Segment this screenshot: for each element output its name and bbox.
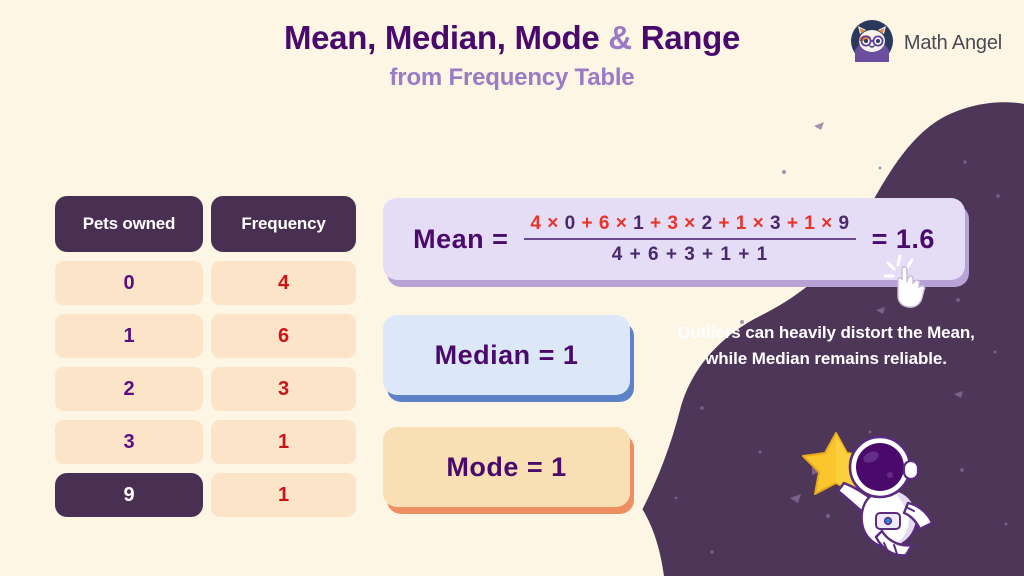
numerator-token: 1 [735,212,747,234]
table-row: 2 [55,367,203,411]
numerator-token: 2 [701,212,713,234]
mode-label: Mode = 1 [446,451,567,482]
page-subtitle: from Frequency Table [389,63,635,91]
table-row: 1 [211,473,356,517]
title-main: Mean, Median, Mode [283,19,600,56]
numerator-token: 0 [564,212,576,234]
numerator-token: × [541,212,565,234]
title-ampersand: & [608,19,632,56]
table-row-outlier-highlight: 9 [55,473,203,517]
numerator-token: + [781,212,805,234]
table-row: 6 [211,314,356,358]
frequency-table: Pets owned 0 1 2 3 9 Frequency 4 6 3 1 1 [55,196,356,517]
table-row: 4 [211,261,356,305]
table-row: 0 [55,261,203,305]
numerator-token: × [609,212,634,234]
page-title: Mean, Median, Mode & Range [0,19,1024,57]
mean-label: Mean = [413,223,509,254]
pointing-hand-cursor-icon [883,252,934,315]
numerator-token: 1 [804,212,816,234]
brand-name: Math Angel [903,32,1002,54]
numerator-token: × [746,212,771,234]
mean-denominator: 4 + 6 + 3 + 1 + 1 [611,243,769,265]
mode-card-face: Mode = 1 [383,427,630,507]
median-result-card[interactable]: Median = 1 [383,315,634,402]
mean-result-card[interactable]: Mean = 4 × 0 + 6 × 1 + 3 × 2 + 1 × 3 + 1… [383,198,969,287]
mean-value: = 1.6 [871,223,935,254]
table-row: 1 [211,420,356,464]
table-row: 3 [55,420,203,464]
numerator-token: 4 [530,212,542,234]
numerator-token: 6 [598,212,610,234]
numerator-token: + [575,212,599,234]
table-header-pets-owned: Pets owned [55,196,203,252]
numerator-token: 3 [770,212,782,234]
brand-logo[interactable]: Math Angel [850,20,1002,67]
table-row: 1 [55,314,203,358]
mode-result-card[interactable]: Mode = 1 [383,427,634,514]
table-column-pets-owned: Pets owned 0 1 2 3 9 [55,196,203,517]
median-card-face: Median = 1 [383,315,630,395]
cat-mascot-icon [850,20,893,67]
mean-fraction: 4 × 0 + 6 × 1 + 3 × 2 + 1 × 3 + 1 × 9 4 … [524,213,856,266]
numerator-token: + [712,212,736,234]
numerator-token: + [644,212,668,234]
numerator-token: × [815,212,839,234]
outlier-note: Outliers can heavily distort the Mean, w… [677,323,975,368]
median-label: Median = 1 [434,339,579,370]
title-tail: Range [640,19,741,56]
table-header-frequency: Frequency [211,196,356,252]
mean-numerator: 4 × 0 + 6 × 1 + 3 × 2 + 1 × 3 + 1 × 9 [524,213,855,238]
mean-card-face: Mean = 4 × 0 + 6 × 1 + 3 × 2 + 1 × 3 + 1… [383,198,965,280]
astronaut-with-star-icon [800,425,960,570]
numerator-token: 1 [633,212,645,234]
numerator-token: 3 [667,212,679,234]
numerator-token: × [678,212,702,234]
numerator-token: 9 [838,212,850,234]
table-column-frequency: Frequency 4 6 3 1 1 [211,196,356,517]
page-header: Mean, Median, Mode & Range from Frequenc… [0,19,1024,92]
table-row: 3 [211,367,356,411]
